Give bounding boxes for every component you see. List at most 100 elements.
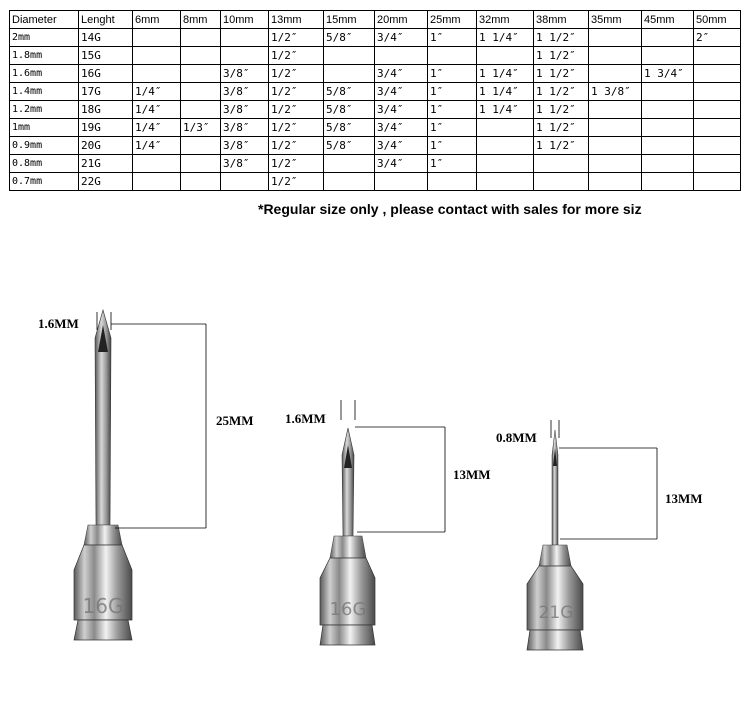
- cell-size: [180, 172, 221, 191]
- needle-shaft: [94, 308, 112, 526]
- cell-size: 3/8″: [220, 100, 269, 119]
- cell-size: [220, 46, 269, 65]
- cell-size: [476, 46, 534, 65]
- cell-size: [180, 64, 221, 83]
- cell-size: 3/4″: [374, 64, 428, 83]
- cell-size: [693, 64, 741, 83]
- cell-gauge: 21G: [78, 154, 133, 173]
- cell-diameter: 1.6mm: [9, 64, 79, 83]
- header-length-col: 35mm: [588, 10, 642, 29]
- header-length-col: 25mm: [427, 10, 477, 29]
- needle-shaft: [341, 427, 355, 537]
- needle-bevel: [344, 445, 352, 468]
- cell-size: 1 1/2″: [533, 46, 589, 65]
- cell-size: [476, 118, 534, 137]
- cell-size: 3/4″: [374, 154, 428, 173]
- cell-diameter: 0.8mm: [9, 154, 79, 173]
- cell-size: 1/2″: [268, 100, 324, 119]
- cell-size: [476, 172, 534, 191]
- needle-16g-25mm: 16G: [73, 308, 207, 641]
- cell-size: [180, 28, 221, 47]
- needle-hub: [73, 544, 133, 621]
- regular-size-note: *Regular size only , please contact with…: [258, 201, 642, 217]
- cell-size: 2″: [693, 28, 741, 47]
- cell-gauge: 22G: [78, 172, 133, 191]
- cell-size: 1 3/4″: [641, 64, 694, 83]
- needle-hub: [526, 565, 584, 631]
- cell-size: 1″: [427, 136, 477, 155]
- cell-size: [588, 172, 642, 191]
- needle-hub: [319, 557, 376, 626]
- cell-size: [641, 82, 694, 101]
- cell-size: 1 1/2″: [533, 64, 589, 83]
- header-length-col: 50mm: [693, 10, 741, 29]
- cell-size: [180, 136, 221, 155]
- cell-size: 1″: [427, 100, 477, 119]
- cell-size: [533, 154, 589, 173]
- cell-size: 1 1/2″: [533, 28, 589, 47]
- cell-diameter: 0.9mm: [9, 136, 79, 155]
- cell-size: [693, 82, 741, 101]
- cell-size: [180, 46, 221, 65]
- cell-size: [323, 172, 375, 191]
- cell-size: [132, 28, 181, 47]
- cell-size: [588, 118, 642, 137]
- cell-size: 1/2″: [268, 154, 324, 173]
- cell-size: [323, 46, 375, 65]
- cell-size: 1″: [427, 28, 477, 47]
- needle-shaft: [551, 429, 559, 546]
- needle-bevel: [98, 325, 108, 352]
- cell-size: 1/4″: [132, 136, 181, 155]
- cell-size: [693, 172, 741, 191]
- cell-size: 5/8″: [323, 100, 375, 119]
- cell-size: 3/4″: [374, 136, 428, 155]
- header-length-col: 32mm: [476, 10, 534, 29]
- cell-size: [641, 136, 694, 155]
- cell-size: 1/3″: [180, 118, 221, 137]
- cell-size: [641, 28, 694, 47]
- hub-label: 16G: [330, 599, 367, 620]
- needle-1-diameter-label: 1.6MM: [38, 316, 79, 331]
- cell-diameter: 0.7mm: [9, 172, 79, 191]
- hub-label: 21G: [539, 603, 574, 623]
- cell-size: [641, 172, 694, 191]
- cell-size: 1/2″: [268, 118, 324, 137]
- cell-size: [132, 172, 181, 191]
- cell-size: 3/8″: [220, 118, 269, 137]
- cell-size: [693, 118, 741, 137]
- cell-size: [220, 172, 269, 191]
- cell-size: [693, 154, 741, 173]
- cell-size: 1″: [427, 118, 477, 137]
- header-length: Lenght: [78, 10, 133, 29]
- cell-size: [323, 64, 375, 83]
- cell-size: 1/4″: [132, 82, 181, 101]
- cell-diameter: 1.4mm: [9, 82, 79, 101]
- cell-size: 3/4″: [374, 28, 428, 47]
- cell-size: [693, 100, 741, 119]
- cell-size: 1 1/2″: [533, 136, 589, 155]
- cell-size: 1 1/4″: [476, 82, 534, 101]
- cell-size: [180, 154, 221, 173]
- cell-gauge: 15G: [78, 46, 133, 65]
- cell-size: [476, 136, 534, 155]
- header-diameter: Diameter: [9, 10, 79, 29]
- cell-size: 3/8″: [220, 154, 269, 173]
- cell-size: 1 3/8″: [588, 82, 642, 101]
- cell-size: 1 1/2″: [533, 100, 589, 119]
- cell-size: [641, 100, 694, 119]
- needle-1-length-label: 25MM: [216, 413, 254, 428]
- cell-size: [180, 100, 221, 119]
- cell-size: [476, 154, 534, 173]
- cell-size: 5/8″: [323, 136, 375, 155]
- cell-size: 1″: [427, 64, 477, 83]
- cell-size: 1/2″: [268, 82, 324, 101]
- needle-illustrations: 16G 16G 21G: [73, 308, 658, 651]
- cell-size: 5/8″: [323, 118, 375, 137]
- cell-size: 1/2″: [268, 28, 324, 47]
